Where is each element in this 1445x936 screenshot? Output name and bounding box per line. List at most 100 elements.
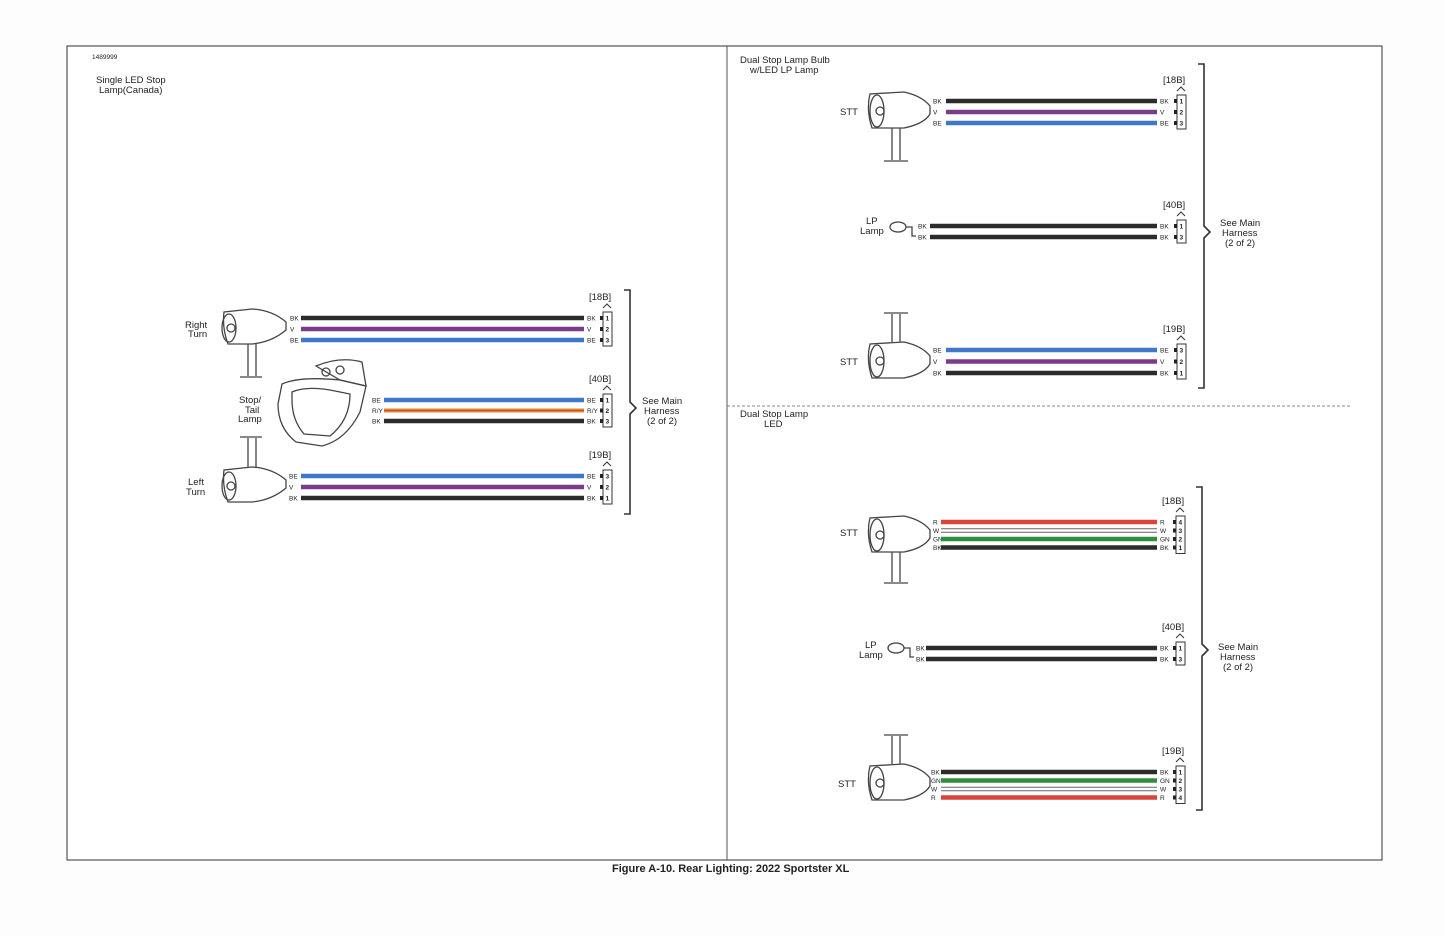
tr-18b-pin-terminal: [1174, 121, 1177, 125]
left-19b-pin-number: 2: [606, 485, 610, 492]
tr-19b-pin-terminal: [1174, 371, 1177, 375]
br-18b-pin-number: 2: [1179, 537, 1183, 544]
br-19b-pin-number: 4: [1179, 795, 1183, 802]
br-19b-pin-number: 2: [1179, 778, 1183, 785]
tr-40b-connector-latch: [1176, 211, 1186, 217]
left-18b-wire-color-start: BE: [290, 338, 299, 345]
br-19b-pin-number: 3: [1179, 787, 1183, 794]
bottom-right-title-2: LED: [764, 419, 783, 430]
left-19b-connector-label: [19B]: [589, 450, 611, 461]
br-40b-connector-latch: [1175, 633, 1185, 639]
left-turn-label-2: Turn: [186, 487, 205, 498]
left-40b-wire-color-end: BK: [587, 419, 596, 426]
br-19b-wire-color-end: GN: [1160, 778, 1170, 785]
stop-tail-lamp-icon: [277, 359, 367, 447]
left-19b-wire-color-start: V: [289, 485, 294, 492]
tr-18b-wire-color-end: BE: [1160, 121, 1169, 128]
tr-19b-pin-number: 3: [1180, 348, 1184, 355]
br-19b-connector-latch: [1175, 757, 1185, 763]
tr-19b-wire-color-end: BE: [1160, 348, 1169, 355]
br-19b-wire-color-start: BK: [931, 770, 940, 777]
tr-18b-pin-terminal: [1174, 99, 1177, 103]
left-40b-wire-color-end: BE: [587, 398, 596, 405]
tr-19b-pin-number: 2: [1180, 359, 1184, 366]
see-main-left-3: (2 of 2): [647, 416, 677, 427]
tr-40b-pin-number: 3: [1180, 235, 1184, 242]
lp-label-top-2: Lamp: [860, 226, 884, 237]
left-19b-wire-color-end: BK: [587, 496, 596, 503]
left-19b-pin-terminal: [600, 485, 603, 489]
left-18b-pin-number: 3: [606, 338, 610, 345]
stt-lamp-middle-icon: [867, 312, 931, 379]
tr-18b-pin-number: 1: [1180, 99, 1184, 106]
tr-19b-pin-number: 1: [1180, 371, 1184, 378]
stt-lamp-top-icon: [867, 91, 931, 162]
tr-19b-pin-terminal: [1174, 348, 1177, 352]
left-18b-pin-terminal: [600, 316, 603, 320]
left-18b-connector-latch: [602, 303, 612, 309]
left-40b-connector-label: [40B]: [589, 374, 611, 385]
stt-label-top: STT: [840, 107, 858, 118]
left-18b-pin-terminal: [600, 338, 603, 342]
tr-18b-wire-color-end: V: [1160, 110, 1165, 117]
br-19b-connector-label: [19B]: [1162, 746, 1184, 757]
br-40b-wire-color-end: BK: [1160, 646, 1169, 653]
left-18b-wire-color-start: BK: [290, 316, 299, 323]
stt-lamp-lower-icon: [867, 515, 931, 584]
left-turn-label-1: Left: [188, 477, 204, 488]
see-main-top-3: (2 of 2): [1225, 238, 1255, 249]
br-18b-wire-color-end: W: [1160, 528, 1167, 535]
br-18b-pin-terminal: [1173, 545, 1176, 550]
lp-label-bottom-1: LP: [865, 640, 877, 651]
tr-19b-wire-color-end: BK: [1160, 371, 1169, 378]
left-turn-lamp-icon: [221, 436, 287, 503]
diagram-frame: [66, 45, 1383, 861]
see-main-bottom-3: (2 of 2): [1223, 662, 1253, 673]
right-turn-label-2: Turn: [188, 329, 207, 340]
left-19b-wire-color-end: V: [587, 485, 592, 492]
left-19b-wire-color-start: BE: [289, 474, 298, 481]
br-19b-connector-housing: [1175, 765, 1186, 804]
brace-bottom-right: [1196, 486, 1210, 811]
brace-left: [624, 289, 638, 515]
lp-label-top-1: LP: [866, 216, 878, 227]
br-18b-connector-latch: [1175, 507, 1185, 513]
br-19b-wire-color-end: W: [1160, 787, 1167, 794]
left-19b-wire-color-end: BE: [587, 474, 596, 481]
see-main-top-2: Harness: [1222, 228, 1258, 239]
tr-19b-wire-color-start: BE: [933, 348, 942, 355]
left-40b-wire-color-start: R/Y: [372, 408, 384, 415]
lp-lamp-bottom-icon: [887, 642, 914, 658]
tr-40b-pin-number: 1: [1180, 224, 1184, 231]
left-18b-pin-terminal: [600, 327, 603, 331]
br-18b-wire-color-start: R: [933, 520, 938, 527]
right-turn-label-1: Right: [185, 320, 208, 331]
tr-18b-connector-latch: [1176, 86, 1186, 92]
see-main-bottom-1: See Main: [1218, 642, 1258, 653]
br-19b-pin-terminal: [1173, 795, 1176, 800]
lp-lamp-top-icon: [889, 221, 916, 237]
br-40b-pin-number: 3: [1179, 657, 1183, 664]
left-40b-pin-terminal: [600, 398, 603, 402]
see-main-left-1: See Main: [642, 396, 682, 407]
left-18b-wire-color-end: V: [587, 327, 592, 334]
see-main-top-1: See Main: [1220, 218, 1260, 229]
br-18b-wire-color-start: W: [933, 528, 940, 535]
tr-19b-connector-latch: [1176, 335, 1186, 341]
br-19b-wire-color-start: W: [931, 787, 938, 794]
stop-tail-label-2: Tail: [245, 405, 259, 416]
left-40b-wire-color-start: BE: [372, 398, 381, 405]
br-40b-pin-number: 1: [1179, 646, 1183, 653]
left-19b-wire-color-start: BK: [289, 496, 298, 503]
tr-19b-wire-color-start: V: [933, 359, 938, 366]
tr-18b-wire-color-start: BE: [933, 121, 942, 128]
tr-18b-connector-label: [18B]: [1163, 75, 1185, 86]
lp-label-bottom-2: Lamp: [859, 650, 883, 661]
bottom-right-title-1: Dual Stop Lamp: [740, 409, 808, 420]
br-40b-connector-housing: [1175, 641, 1186, 666]
stt-label-lower: STT: [840, 528, 858, 539]
tr-18b-pin-number: 3: [1180, 121, 1184, 128]
tr-18b-wire-color-start: BK: [933, 99, 942, 106]
left-18b-connector-label: [18B]: [589, 292, 611, 303]
brace-top-right: [1198, 63, 1212, 389]
